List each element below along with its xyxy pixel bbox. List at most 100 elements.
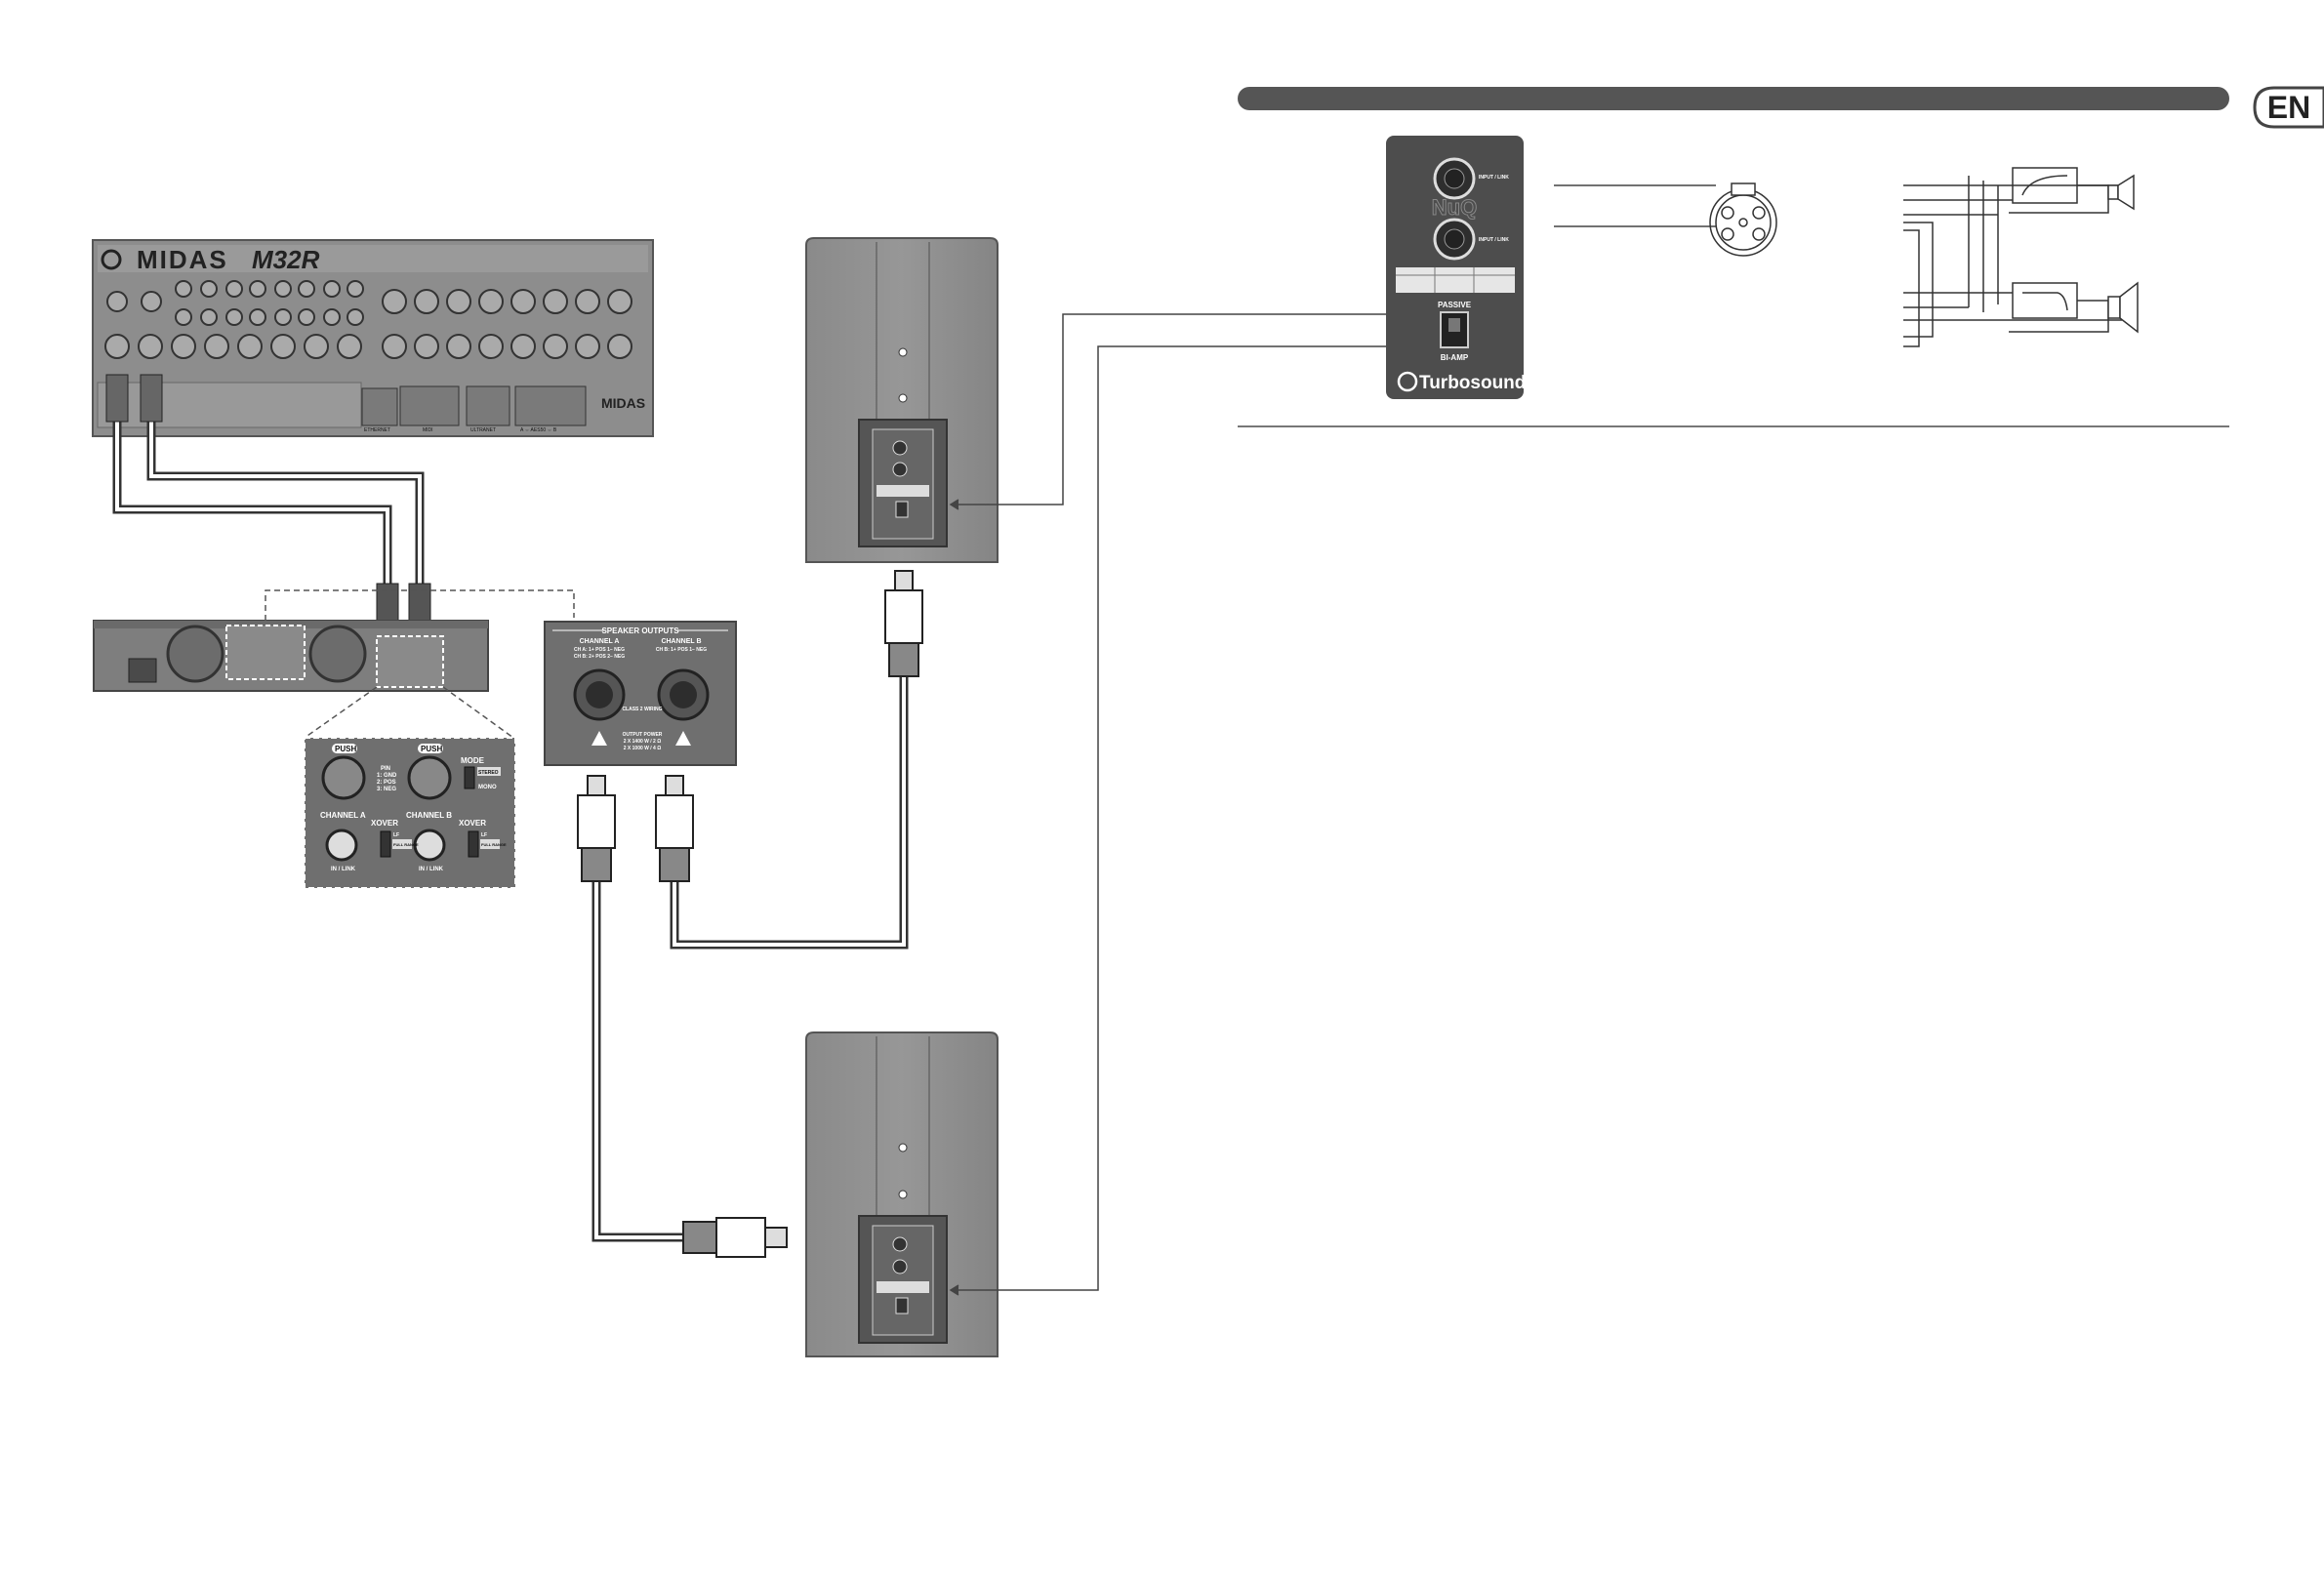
passive-label: PASSIVE: [1438, 301, 1472, 309]
aux-socket[interactable]: [249, 280, 266, 298]
link-b-label: IN / LINK: [419, 867, 444, 872]
talkback-input[interactable]: [106, 291, 128, 312]
xlr-input-socket[interactable]: [382, 334, 407, 359]
ethernet-port[interactable]: [361, 387, 398, 426]
pin-pos: 2: POS: [377, 780, 396, 786]
callout-leaders: [265, 589, 575, 739]
xlr-input-socket[interactable]: [414, 334, 439, 359]
port-label-ultranet: ULTRANET: [470, 427, 496, 433]
fan-icon: [166, 625, 224, 683]
turbosound-logo-icon: [1397, 371, 1418, 392]
mode-stereo: STEREO: [478, 770, 499, 776]
output-power-2: 2 X 1000 W / 4 Ω: [624, 746, 661, 751]
language-tab[interactable]: EN: [2253, 86, 2324, 129]
monitor-output[interactable]: [141, 291, 162, 312]
xlr-input-socket[interactable]: [478, 334, 504, 359]
xlr-input-socket[interactable]: [575, 334, 600, 359]
aux-socket[interactable]: [225, 308, 243, 326]
input-link-2: INPUT / LINK: [1479, 237, 1509, 243]
xover-a-label: XOVER: [371, 819, 398, 828]
xlr-output-socket[interactable]: [204, 334, 229, 359]
aux-socket[interactable]: [298, 308, 315, 326]
xover-switch-b[interactable]: [468, 830, 479, 858]
aux-socket[interactable]: [298, 280, 315, 298]
xover-lf-b: LF: [481, 832, 487, 838]
link-a-label: IN / LINK: [331, 867, 356, 872]
aux-socket[interactable]: [175, 280, 192, 298]
jack-input-b[interactable]: [413, 829, 446, 862]
aux-socket[interactable]: [323, 308, 341, 326]
xlr-input-socket[interactable]: [543, 289, 568, 314]
ultranet-port[interactable]: [466, 385, 510, 426]
aux-socket[interactable]: [274, 280, 292, 298]
xlr-input-socket[interactable]: [607, 289, 632, 314]
mode-label: MODE: [461, 756, 485, 765]
aux-socket[interactable]: [200, 280, 218, 298]
aux-socket[interactable]: [274, 308, 292, 326]
out-channel-b-wiring: CH B: 1+ POS 1− NEG: [656, 647, 707, 653]
crossover-schematic-icon: [1903, 167, 2139, 347]
xlr-output-socket[interactable]: [270, 334, 296, 359]
xlr-output-socket[interactable]: [304, 334, 329, 359]
pin-gnd: 1: GND: [377, 773, 397, 779]
xlr-input-socket[interactable]: [607, 334, 632, 359]
out-channel-a-wiring-2: CH B: 2+ POS 2− NEG: [574, 654, 625, 660]
port-label-aes50: A ⇔ AES50 ⇔ B: [520, 427, 557, 433]
xlr-output-socket[interactable]: [138, 334, 163, 359]
speaker-panel-detail: INPUT / LINK INPUT / LINK NuQ PASSIVE BI…: [1386, 136, 1526, 399]
xlr-input-a[interactable]: [321, 755, 366, 800]
biamp-label: BI-AMP: [1441, 353, 1469, 362]
channel-b-label: CHANNEL B: [406, 811, 452, 820]
xlr-output-socket[interactable]: [337, 334, 362, 359]
xlr-input-socket[interactable]: [478, 289, 504, 314]
xlr-input-socket[interactable]: [510, 334, 536, 359]
xlr-output-socket[interactable]: [237, 334, 263, 359]
port-label-ethernet: ETHERNET: [364, 427, 390, 433]
mixer-rear-panel: MIDAS M32R MIDAS ETHERNET MIDI ULTRANET …: [92, 239, 654, 437]
speaker-outputs-title: SPEAKER OUTPUTS: [601, 627, 679, 635]
push-label-b: PUSH: [421, 745, 442, 753]
xlr-input-socket[interactable]: [510, 289, 536, 314]
xlr-output-socket[interactable]: [171, 334, 196, 359]
mode-switch[interactable]: [464, 766, 475, 789]
input-link-1: INPUT / LINK: [1479, 175, 1509, 181]
xlr-input-socket[interactable]: [446, 289, 471, 314]
power-inlet[interactable]: [128, 658, 157, 683]
port-label-midi: MIDI: [423, 427, 433, 433]
xover-switch-a[interactable]: [380, 830, 391, 858]
language-tab-label: EN: [2267, 90, 2310, 125]
jack-input-a[interactable]: [325, 829, 358, 862]
power-amplifier: [93, 620, 489, 692]
aux-socket[interactable]: [323, 280, 341, 298]
aux-socket[interactable]: [200, 308, 218, 326]
nuq-logo: NuQ: [1432, 195, 1477, 220]
mode-mono: MONO: [478, 785, 497, 790]
aux-socket[interactable]: [347, 280, 364, 298]
aes50-ports[interactable]: [514, 385, 587, 426]
speaker-bottom: [805, 1031, 999, 1357]
xlr-input-socket[interactable]: [575, 289, 600, 314]
xlr-input-socket[interactable]: [543, 334, 568, 359]
output-power-1: 2 X 1400 W / 2 Ω: [624, 739, 661, 745]
aux-socket[interactable]: [347, 308, 364, 326]
aux-socket[interactable]: [225, 280, 243, 298]
speakon-input-icon: [892, 1236, 908, 1252]
speaker-top: [805, 237, 999, 563]
xlr-input-b[interactable]: [407, 755, 452, 800]
xover-lf-a: LF: [393, 832, 399, 838]
aux-socket[interactable]: [175, 308, 192, 326]
xlr-input-socket[interactable]: [382, 289, 407, 314]
xlr-input-socket[interactable]: [414, 289, 439, 314]
mixer-xlr-sockets: [104, 280, 632, 359]
warning-icon: [591, 731, 607, 746]
aux-socket[interactable]: [249, 308, 266, 326]
speakon-connectors: [577, 570, 923, 1258]
xlr-output-socket[interactable]: [104, 334, 130, 359]
xlr-input-socket[interactable]: [446, 334, 471, 359]
speakon-input-icon: [892, 1259, 908, 1274]
mixer-model: M32R: [252, 245, 320, 274]
warning-icon: [675, 731, 691, 746]
midi-port[interactable]: [399, 385, 460, 426]
speaker-outputs-panel: SPEAKER OUTPUTS CHANNEL A CH A: 1+ POS 1…: [544, 621, 737, 766]
